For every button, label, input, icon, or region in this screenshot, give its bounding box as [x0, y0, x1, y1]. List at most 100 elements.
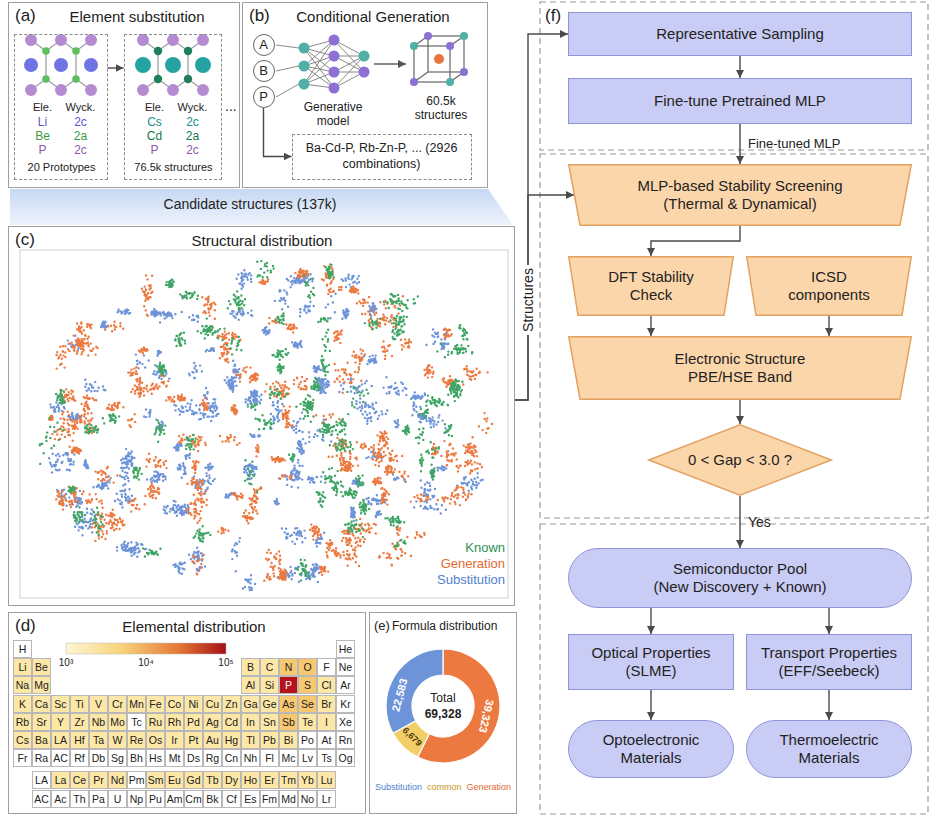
element-cell: Sc — [51, 695, 70, 713]
neuron — [329, 83, 340, 94]
element-cell: As — [279, 695, 298, 713]
element-cell: Np — [127, 790, 146, 808]
process-box: Fine-tune Pretrained MLP — [568, 78, 912, 124]
element-cell: Pd — [184, 713, 203, 731]
node-text: Li — [38, 115, 47, 129]
flow-arrow — [650, 316, 651, 336]
property-box: Optical Properties(SLME) — [568, 634, 734, 690]
element-cell: B — [241, 658, 260, 676]
element-cell: Re — [127, 731, 146, 749]
node-text: 2c — [74, 115, 87, 129]
element-cell: Br — [317, 695, 336, 713]
ellipsis: ... — [225, 98, 237, 115]
screening-trapezoid: DFT Stability Check — [568, 256, 734, 316]
bond-line — [75, 51, 76, 79]
atom-li — [24, 58, 98, 72]
flow-arrow — [739, 400, 740, 424]
flow-arrow — [739, 124, 740, 164]
element-cell: AC — [32, 790, 51, 808]
donut-chart — [386, 649, 500, 763]
element-cell: He — [336, 640, 355, 658]
flow-arrow — [828, 690, 829, 720]
input-link — [276, 66, 299, 71]
panel-letter: (b) — [249, 6, 270, 26]
element-cell: Ru — [146, 713, 165, 731]
element-cell: Li — [13, 658, 32, 676]
atom-p — [25, 34, 97, 96]
element-cell: Rh — [165, 713, 184, 731]
atom — [42, 75, 50, 83]
node-text: ICSD components — [773, 268, 885, 305]
flow-arrow — [828, 608, 829, 634]
flow-arrow — [264, 108, 292, 157]
element-cell: Tb — [203, 771, 222, 789]
node-text: Conditional Generation — [296, 8, 449, 26]
node-text: Structural distribution — [192, 232, 333, 250]
element-cell: Cf — [222, 790, 241, 808]
group-frame — [540, 2, 928, 150]
neuron — [329, 35, 340, 46]
panel-box: (c)Structural distribution — [8, 226, 515, 606]
node-text: Wyck. — [66, 101, 96, 114]
cell-face — [428, 36, 464, 72]
group-frame — [540, 154, 928, 518]
element-cell: Hs — [146, 749, 165, 767]
node-text: (Thermal & Dynamical) — [663, 195, 816, 213]
element-cell: Ta — [89, 731, 108, 749]
element-cell: Mt — [165, 749, 184, 767]
atom — [137, 34, 149, 46]
element-circle: B — [253, 60, 275, 82]
element-cell: W — [108, 731, 127, 749]
element-cell: Cm — [184, 790, 203, 808]
element-cell: AC — [51, 749, 70, 767]
element-cell: Pm — [127, 771, 146, 789]
element-cell: Ag — [203, 713, 222, 731]
node-text: MLP-based Stability Screening — [637, 177, 842, 195]
element-cell: Ar — [336, 676, 355, 694]
colorbar-tick: 10⁵ — [218, 657, 233, 669]
material-box: Thermoelectric Materials — [746, 720, 912, 778]
group-frame — [540, 524, 928, 814]
network-links — [276, 40, 364, 97]
element-cell: Si — [260, 676, 279, 694]
count-label: 22,583 — [389, 677, 410, 713]
element-cell: Os — [146, 731, 165, 749]
shape-outline — [649, 425, 832, 496]
atom — [54, 58, 68, 72]
element-cell: Zr — [70, 713, 89, 731]
node-text: Fine-tune Pretrained MLP — [654, 92, 826, 110]
screening-trapezoid: MLP-based Stability Screening(Thermal & … — [568, 164, 912, 226]
node-text: Elemental distribution — [122, 618, 265, 636]
element-cell: H — [13, 640, 32, 658]
element-cell: Zn — [222, 695, 241, 713]
element-cell: Fm — [260, 790, 279, 808]
section-caption: Candidate structures (137k) — [164, 196, 337, 213]
legend-text: Generation — [467, 782, 512, 793]
element-cell: Db — [89, 749, 108, 767]
element-cell: Al — [241, 676, 260, 694]
plot-frame — [20, 250, 508, 598]
node-text: 2a — [186, 129, 199, 143]
element-cell: Gd — [184, 771, 203, 789]
element-cell: Co — [165, 695, 184, 713]
panel-letter: (d) — [15, 616, 36, 636]
node-text: Cd — [147, 129, 162, 143]
shape-outline — [569, 257, 734, 316]
count-label: 39,323 — [476, 698, 496, 734]
node-text: 2a — [74, 129, 87, 143]
element-cell: Ni — [184, 695, 203, 713]
element-cell: Eu — [165, 771, 184, 789]
element-cell: Am — [165, 790, 184, 808]
flow-arrow — [650, 608, 651, 634]
element-cell: Te — [298, 713, 317, 731]
element-cell: Md — [279, 790, 298, 808]
element-cell: Bk — [203, 790, 222, 808]
element-cell: Kr — [336, 695, 355, 713]
element-cell: Ba — [32, 731, 51, 749]
total-label: 69,328 — [425, 707, 462, 721]
element-cell: Mo — [108, 713, 127, 731]
element-cell: LA — [51, 731, 70, 749]
colorbar-tick: 10⁴ — [138, 657, 153, 669]
atom — [85, 34, 97, 46]
element-cell: Lu — [317, 771, 336, 789]
